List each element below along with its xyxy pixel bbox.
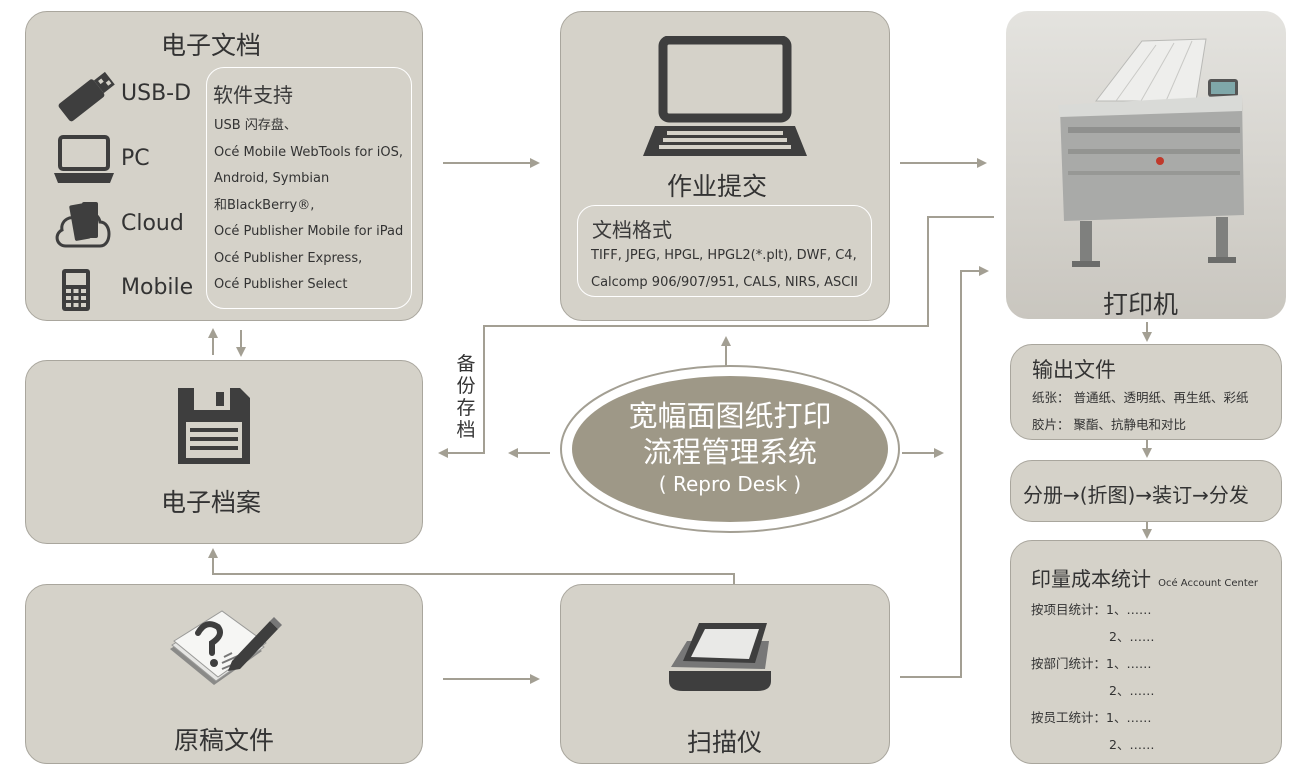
job-submit-box: 作业提交 文档格式 TIFF, JPEG, HPGL, HPGL2(*.plt)…: [560, 11, 890, 321]
arrow-scanner-to-archive: [208, 548, 735, 585]
arrow-backup: [438, 216, 994, 458]
wide-format-printer-image: [1058, 38, 1244, 267]
cost-stats-header: 印量成本统计 Océ Account Center: [1031, 563, 1258, 592]
cost-stats-line: 2、……: [1109, 629, 1155, 644]
center-title: 宽幅面图纸打印 流程管理系统 ( Repro Desk ): [558, 398, 902, 498]
cost-stats-subtitle: Océ Account Center: [1158, 578, 1259, 589]
software-line: Océ Mobile WebTools for iOS,: [214, 144, 404, 160]
software-line: Océ Publisher Mobile for iPad: [214, 224, 404, 239]
cost-stats-line: 2、……: [1109, 737, 1155, 752]
cost-stats-box: 印量成本统计 Océ Account Center 按项目统计：1、…… 2、……: [1010, 540, 1282, 764]
job-submit-title: 作业提交: [667, 172, 768, 201]
output-files-line: 纸张： 普通纸、透明纸、再生纸、彩纸: [1032, 390, 1249, 405]
software-support-title: 软件支持: [213, 83, 293, 107]
cost-stats-line: 按员工统计：1、……: [1031, 710, 1152, 725]
finishing-steps: 分册→(折图)→装订→分发: [1023, 483, 1249, 507]
backup-label: 备份存档: [456, 353, 476, 441]
cloud-icon: [55, 202, 111, 248]
source-label-cloud: Cloud: [121, 211, 184, 236]
cost-stats-line: 2、……: [1109, 683, 1155, 698]
software-support-panel: 软件支持 USB 闪存盘、 Océ Mobile WebTools for iO…: [206, 67, 412, 309]
printer-box: 打印机: [1006, 11, 1286, 319]
source-label-usb: USB-D: [121, 81, 192, 106]
electronic-docs-box: 电子文档 USB-D PC Cloud Mobile 软件支持 USB 闪存盘、: [25, 11, 423, 321]
center-title-line1: 宽幅面图纸打印: [628, 399, 832, 433]
file-formats-panel: 文档格式 TIFF, JPEG, HPGL, HPGL2(*.plt), DWF…: [577, 205, 872, 297]
source-label-mobile: Mobile: [121, 275, 194, 300]
finishing-box: 分册→(折图)→装订→分发: [1010, 460, 1282, 522]
file-formats-line: TIFF, JPEG, HPGL, HPGL2(*.plt), DWF, C4,: [591, 248, 857, 263]
file-formats-title: 文档格式: [592, 218, 672, 242]
software-line: Android, Symbian: [214, 171, 330, 186]
originals-title: 原稿文件: [174, 726, 275, 755]
mobile-phone-icon: [62, 269, 90, 311]
software-support-list: USB 闪存盘、 Océ Mobile WebTools for iOS, An…: [214, 113, 403, 299]
software-line: Océ Publisher Express,: [214, 250, 363, 266]
software-line: USB 闪存盘、: [214, 118, 297, 133]
cost-stats-line: 按项目统计：1、……: [1031, 602, 1152, 617]
floppy-disk-icon: [178, 388, 250, 464]
software-line: 和BlackBerry®,: [214, 197, 315, 213]
printer-title: 打印机: [1103, 290, 1179, 319]
usb-drive-icon: [58, 71, 115, 122]
output-files-line: 胶片： 聚酯、抗静电和对比: [1032, 417, 1186, 432]
laptop-icon: [643, 36, 807, 156]
arrow-scanner-to-printer: [900, 266, 989, 678]
scanner-box: 扫描仪: [560, 584, 890, 764]
source-label-pc: PC: [121, 146, 150, 171]
document-pen-icon: [170, 610, 282, 685]
center-title-line2: 流程管理系统: [642, 435, 817, 469]
laptop-icon: [54, 135, 114, 183]
output-files-box: 输出文件 纸张： 普通纸、透明纸、再生纸、彩纸 胶片： 聚酯、抗静电和对比: [1010, 344, 1282, 440]
archive-box: 电子档案: [25, 360, 423, 544]
file-formats-line: Calcomp 906/907/951, CALS, NIRS, ASCII: [591, 275, 858, 290]
archive-title: 电子档案: [161, 488, 262, 517]
cost-stats-title: 印量成本统计: [1031, 567, 1151, 591]
electronic-docs-title: 电子文档: [161, 31, 262, 60]
scanner-title: 扫描仪: [687, 728, 763, 757]
cost-stats-line: 按部门统计：1、……: [1031, 656, 1152, 671]
center-title-line3: ( Repro Desk ): [658, 472, 802, 496]
output-files-title: 输出文件: [1032, 358, 1116, 382]
software-line: Océ Publisher Select: [214, 277, 348, 292]
originals-box: 原稿文件: [25, 584, 423, 764]
center-ellipse: [560, 365, 900, 533]
scanner-icon: [669, 623, 771, 691]
